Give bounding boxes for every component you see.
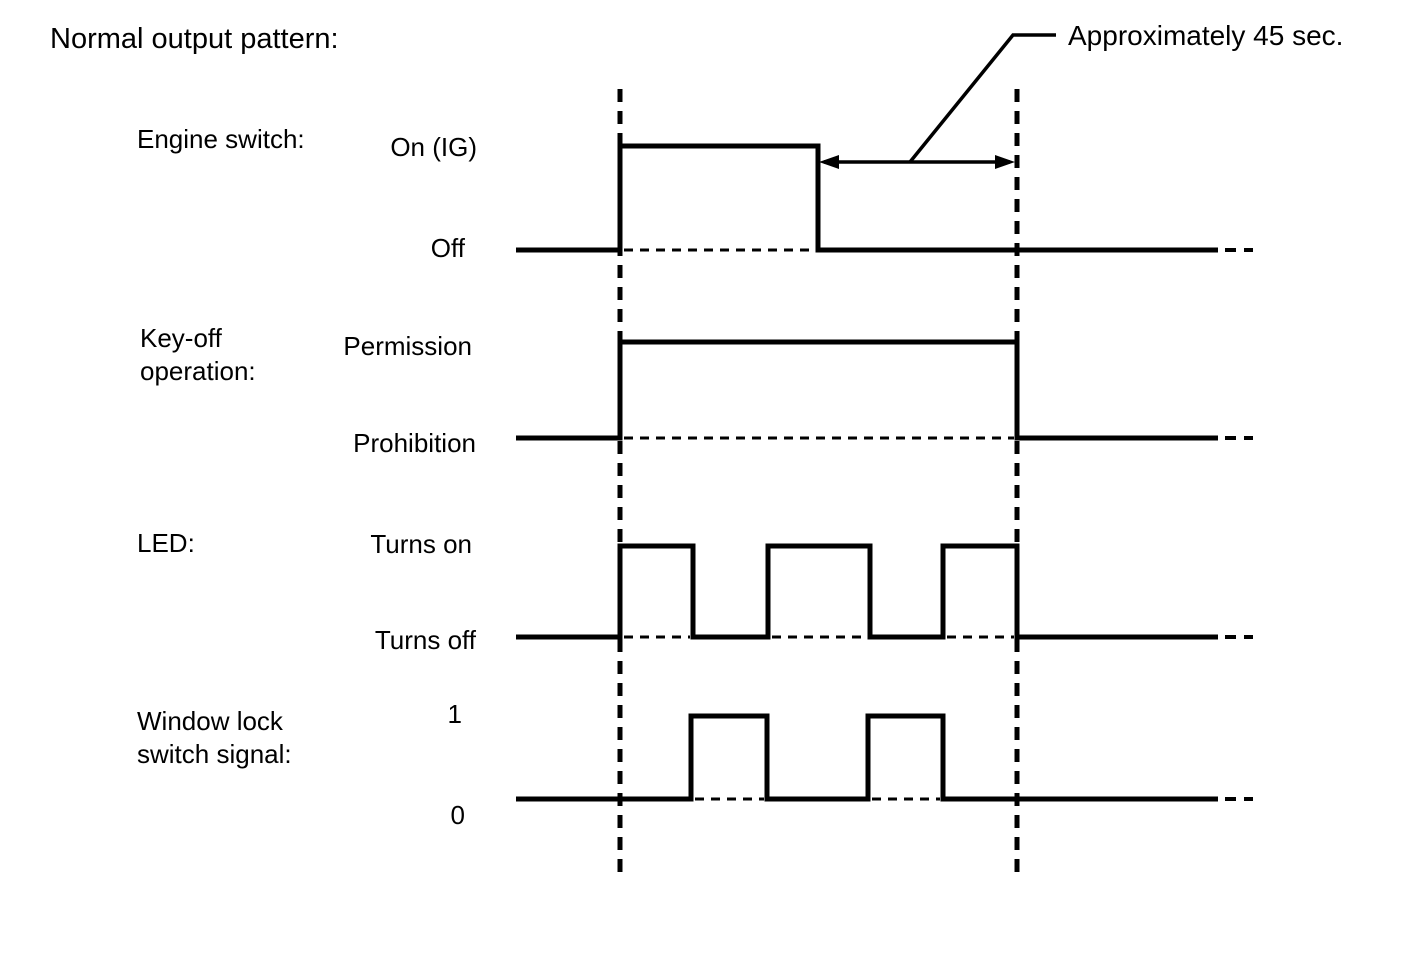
level-label-engine-low: Off [431, 233, 466, 263]
level-label-keyoff-high: Permission [343, 331, 472, 361]
level-label-keyoff-low: Prohibition [353, 428, 476, 458]
interval-arrowhead-right [995, 155, 1015, 169]
level-label-windowlock-high: 1 [448, 699, 462, 729]
signal-waveform-1 [516, 339, 1218, 441]
signal-name-keyoff-line2: operation: [140, 356, 256, 386]
signal-name-windowlock-line2: switch signal: [137, 739, 292, 769]
waveform-layer [516, 33, 1253, 876]
signal-name-led: LED: [137, 528, 195, 558]
level-label-led-low: Turns off [375, 625, 477, 655]
level-label-led-high: Turns on [370, 529, 472, 559]
signal-name-keyoff-line1: Key-off [140, 323, 223, 353]
page-title: Normal output pattern: [50, 23, 339, 55]
interval-arrowhead-left [819, 155, 839, 169]
level-label-windowlock-low: 0 [451, 800, 465, 830]
signal-name-windowlock-line1: Window lock [137, 706, 284, 736]
annotation-leader-line [908, 33, 1056, 164]
signal-waveform-0 [516, 143, 1218, 253]
signal-name-engine-switch: Engine switch: [137, 124, 305, 154]
signal-waveform-2 [516, 543, 1218, 640]
interval-annotation-label: Approximately 45 sec. [1068, 20, 1343, 51]
signal-waveform-3 [516, 713, 1218, 802]
level-label-engine-high: On (IG) [390, 132, 477, 162]
